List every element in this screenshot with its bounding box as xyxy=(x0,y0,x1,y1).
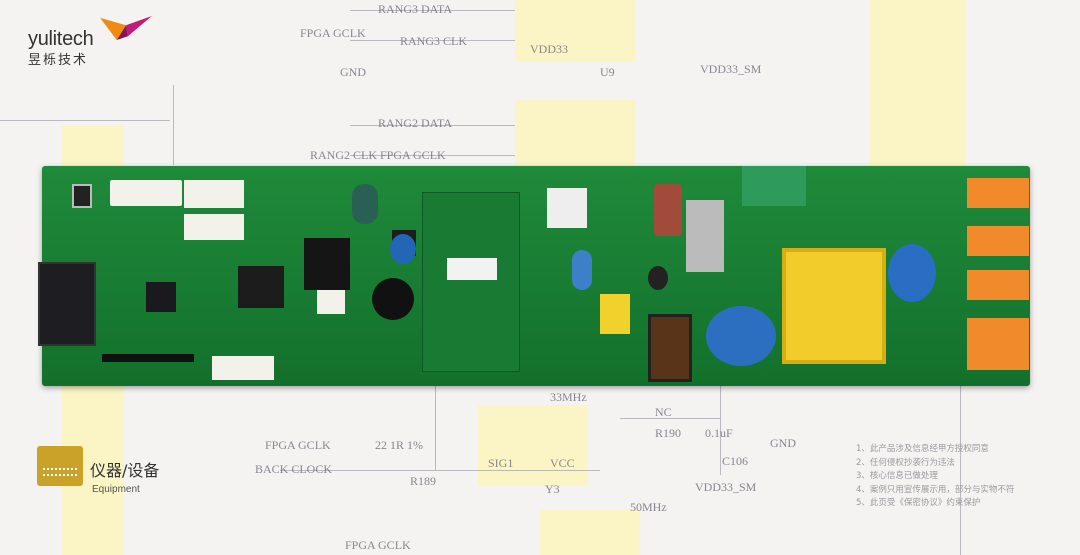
regulator xyxy=(686,200,724,272)
inductor xyxy=(238,266,284,308)
connector xyxy=(110,180,182,206)
relay xyxy=(782,248,886,364)
schematic-label: FPGA GCLK xyxy=(300,26,366,40)
terminal-orange xyxy=(967,178,1029,208)
brand-logo[interactable]: yulitech 昱栎技术 xyxy=(28,16,152,68)
schematic-label: GND xyxy=(770,436,796,450)
inductor xyxy=(304,238,350,290)
schematic-label: 0.1uF xyxy=(705,426,733,440)
terminal-block xyxy=(742,166,806,206)
fuse xyxy=(648,266,668,290)
schematic-label: RANG3 CLK xyxy=(400,34,468,48)
schematic-label: 22 1R 1% xyxy=(375,438,423,452)
schematic-label: RANG3 DATA xyxy=(378,2,453,16)
note-item: 1、此产品涉及信息经甲方授权同意 xyxy=(856,444,989,454)
capacitor xyxy=(352,184,378,224)
schematic-label: R189 xyxy=(410,474,437,488)
schematic-label: NC xyxy=(655,405,672,419)
note-item: 4、案例只用宣传展示用，部分与实物不符 xyxy=(856,484,1015,495)
schematic-label: FPGA GCLK xyxy=(265,438,331,452)
note-item: 2、任何侵权抄袭行为违法 xyxy=(856,457,955,468)
varistor xyxy=(572,250,592,290)
brand-name-cn: 昱栎技术 xyxy=(28,53,89,68)
note-item: 3、核心信息已做处理 xyxy=(856,471,938,481)
varistor xyxy=(888,244,936,302)
schematic-label: 50MHz xyxy=(630,500,667,514)
category-label-cn: 仪器/设备 xyxy=(90,461,160,480)
terminal-orange xyxy=(967,270,1029,300)
connector xyxy=(317,290,345,314)
schematic-label: U9 xyxy=(600,65,615,79)
brand-name-en: yulitech xyxy=(28,28,94,50)
schematic-label: R190 xyxy=(655,426,682,440)
schematic-label: VDD33_SM xyxy=(700,62,762,76)
schematic-label: RANG2 DATA xyxy=(378,116,453,130)
schematic-label: 33MHz xyxy=(550,390,587,404)
schematic-crystal-y3 xyxy=(478,405,588,485)
schematic-gnd-pins xyxy=(62,125,124,170)
varistor-large xyxy=(706,306,776,366)
equipment-icon xyxy=(37,446,83,486)
schematic-label: C106 xyxy=(722,454,749,468)
connector xyxy=(184,180,244,208)
note-item: 5、此页受《保密协议》约束保护 xyxy=(856,498,981,508)
schematic-label: VDD33_SM xyxy=(695,480,757,494)
terminal-orange xyxy=(967,226,1029,256)
film-capacitor xyxy=(600,294,630,334)
schematic-label: VDD33 xyxy=(530,42,568,56)
connector xyxy=(212,356,274,380)
schematic-label: GND xyxy=(340,65,366,79)
schematic-ic-u8 xyxy=(515,100,635,170)
schematic-label: VCC xyxy=(550,456,575,470)
varistor xyxy=(390,234,416,264)
electrolytic-capacitor xyxy=(372,278,414,320)
schematic-crystal-50mhz xyxy=(540,510,640,555)
transformer xyxy=(648,314,692,382)
label xyxy=(447,258,497,280)
power-submodule xyxy=(422,192,520,372)
pcb-board-image xyxy=(38,166,1030,386)
connector xyxy=(184,214,244,240)
logo-mark-icon xyxy=(100,16,152,40)
schematic-label: FPGA GCLK xyxy=(345,538,411,552)
pin-header xyxy=(102,354,194,362)
optocoupler xyxy=(547,188,587,228)
schematic-label: RANG2 CLK FPGA GCLK xyxy=(310,148,446,162)
ptc xyxy=(654,184,682,236)
category-label-en: Equipment xyxy=(92,484,140,495)
schematic-label: Y3 xyxy=(545,482,560,496)
schematic-label: BACK CLOCK xyxy=(255,462,333,476)
wifi-module xyxy=(38,262,96,346)
schematic-ic-u9 xyxy=(515,0,635,62)
push-button xyxy=(72,184,92,208)
disclaimer-notes: 1、此产品涉及信息经甲方授权同意 2、任何侵权抄袭行为违法 3、核心信息已做处理… xyxy=(856,443,1014,511)
mcu-chip xyxy=(146,282,176,312)
schematic-label: SIG1 xyxy=(488,456,514,470)
schematic-fpga-pins xyxy=(870,0,965,170)
terminal-orange xyxy=(967,318,1029,370)
